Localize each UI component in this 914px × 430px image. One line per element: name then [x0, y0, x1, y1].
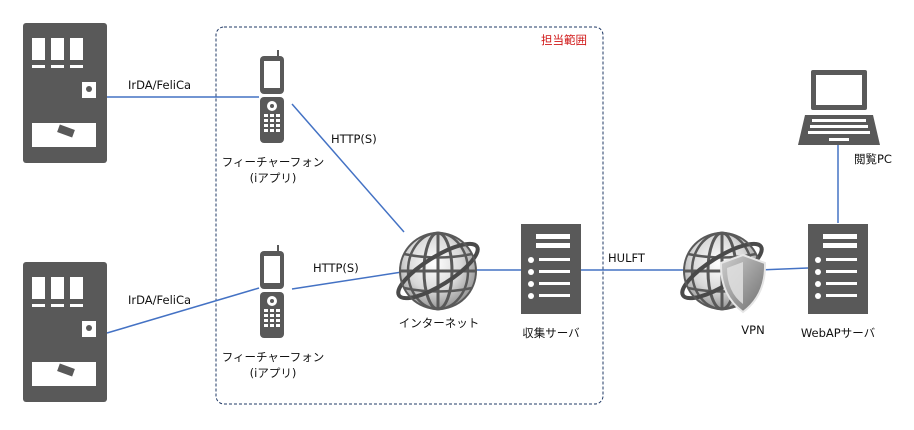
scope-label: 担当範囲 [541, 33, 587, 47]
shield-icon [719, 253, 767, 314]
node-label-vpn: VPN [741, 323, 764, 337]
laptop-icon [798, 70, 880, 145]
link-phone-bottom-internet [291, 271, 403, 290]
node-label-phone-top-line2: (iアプリ) [250, 171, 297, 185]
link-vending-bottom-phone [106, 287, 260, 334]
link-label-irda-bottom: IrDA/FeliCa [128, 293, 191, 307]
node-label-phone-top-line1: フィーチャーフォン [222, 155, 324, 169]
link-label-hulft: HULFT [608, 251, 646, 265]
node-label-webap-server: WebAPサーバ [801, 326, 876, 340]
server-icon [521, 224, 581, 314]
scope-boundary [215, 26, 604, 405]
node-label-phone-bottom-line1: フィーチャーフォン [222, 350, 324, 364]
vending-machine-icon [23, 262, 107, 402]
node-label-viewer-pc: 閲覧PC [854, 152, 892, 166]
vending-machine-icon [23, 23, 107, 163]
node-label-internet: インターネット [399, 316, 480, 330]
feature-phone-icon [259, 49, 285, 144]
link-label-irda-top: IrDA/FeliCa [128, 78, 191, 92]
node-label-collect-server: 収集サーバ [522, 326, 580, 340]
link-vpn-webap [759, 267, 809, 271]
link-label-http-top: HTTP(S) [331, 132, 377, 146]
link-phone-top-internet [291, 103, 405, 233]
feature-phone-icon [259, 244, 285, 339]
link-label-http-bottom: HTTP(S) [313, 261, 359, 275]
server-icon [808, 224, 868, 314]
node-label-phone-bottom-line2: (iアプリ) [250, 366, 297, 380]
globe-icon [389, 231, 487, 311]
